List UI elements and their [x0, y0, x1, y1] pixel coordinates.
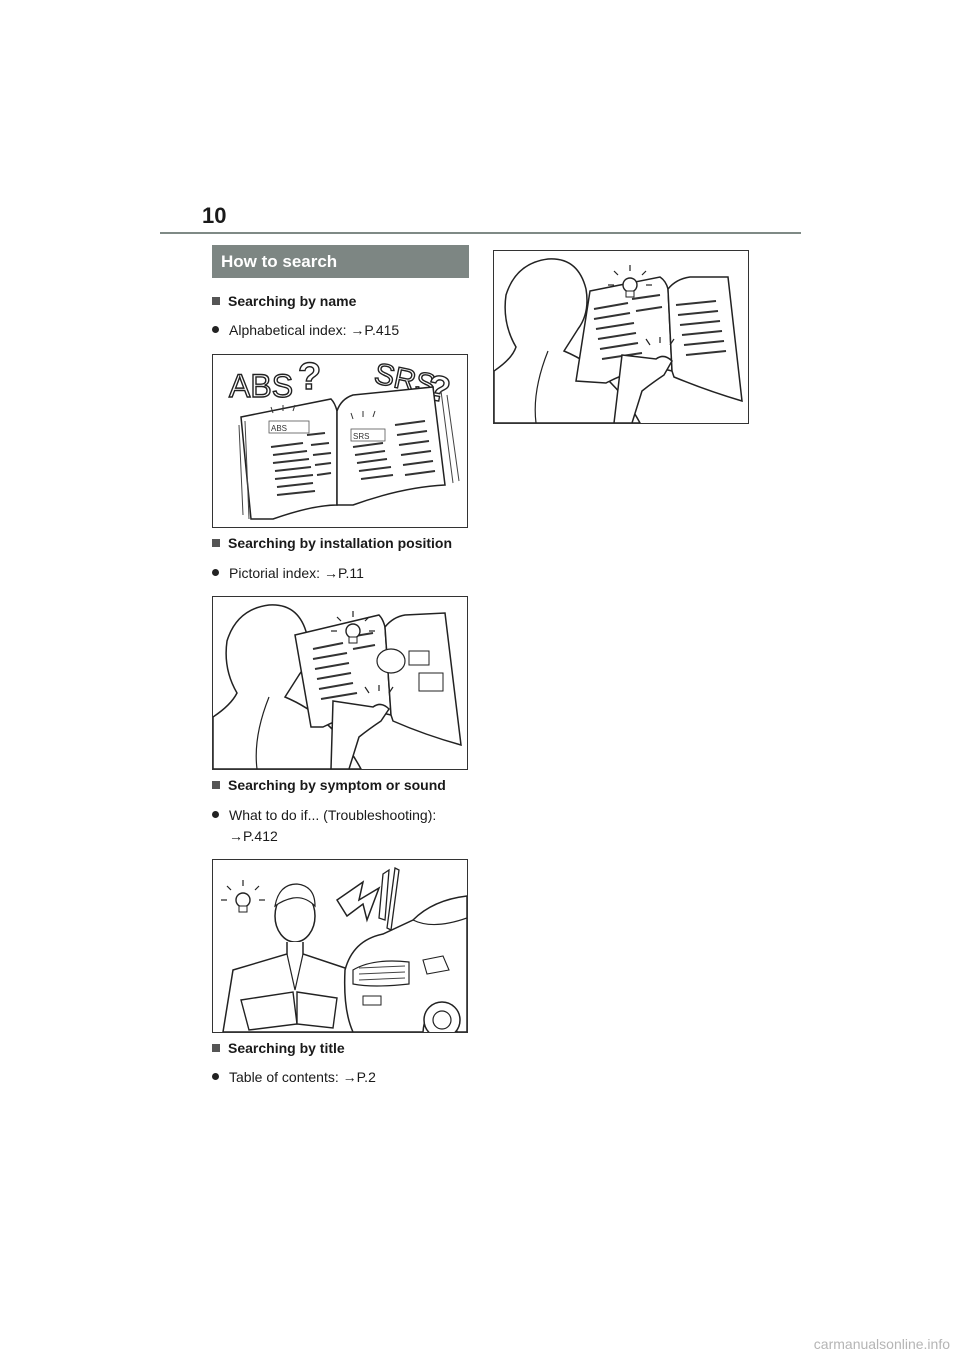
- bullet-dot-icon: [212, 1073, 219, 1080]
- bullet-dot-icon: [212, 811, 219, 818]
- bullet-table-of-contents: Table of contents: →P.2: [212, 1067, 376, 1088]
- illustration-open-book-abs-srs: ABS ? SRS ? ABS SRS: [212, 354, 468, 528]
- page-reference[interactable]: →P.415: [350, 322, 400, 338]
- illustration-person-reading-pictorial-index: [212, 596, 468, 770]
- bullet-dot-icon: [212, 326, 219, 333]
- illustration-person-reading-book: [493, 250, 749, 424]
- question-mark: ?: [298, 356, 321, 398]
- bullet-dot-icon: [212, 569, 219, 576]
- abs-index-entry: ABS: [271, 424, 287, 433]
- srs-index-entry: SRS: [353, 432, 369, 441]
- subheading-searching-by-symptom-or-sound: Searching by symptom or sound: [212, 777, 446, 793]
- abs-label: ABS: [229, 368, 293, 404]
- page-reference[interactable]: →P.412: [229, 828, 278, 844]
- bullet-troubleshooting: What to do if... (Troubleshooting): →P.4…: [212, 805, 436, 847]
- square-bullet-icon: [212, 1044, 220, 1052]
- illustration-person-near-car: [212, 859, 468, 1033]
- square-bullet-icon: [212, 297, 220, 305]
- subheading-searching-by-title: Searching by title: [212, 1040, 345, 1056]
- subheading-searching-by-name: Searching by name: [212, 293, 356, 309]
- square-bullet-icon: [212, 539, 220, 547]
- header-rule: [160, 232, 801, 234]
- bullet-alphabetical-index: Alphabetical index: →P.415: [212, 320, 399, 341]
- page-reference[interactable]: →P.2: [342, 1069, 376, 1085]
- page-reference[interactable]: →P.11: [323, 565, 364, 581]
- section-title: How to search: [212, 245, 469, 278]
- bullet-pictorial-index: Pictorial index: →P.11: [212, 563, 364, 584]
- watermark: carmanualsonline.info: [813, 1336, 950, 1352]
- square-bullet-icon: [212, 781, 220, 789]
- page-number: 10: [202, 203, 227, 228]
- subheading-searching-by-installation-position: Searching by installation position: [212, 535, 452, 551]
